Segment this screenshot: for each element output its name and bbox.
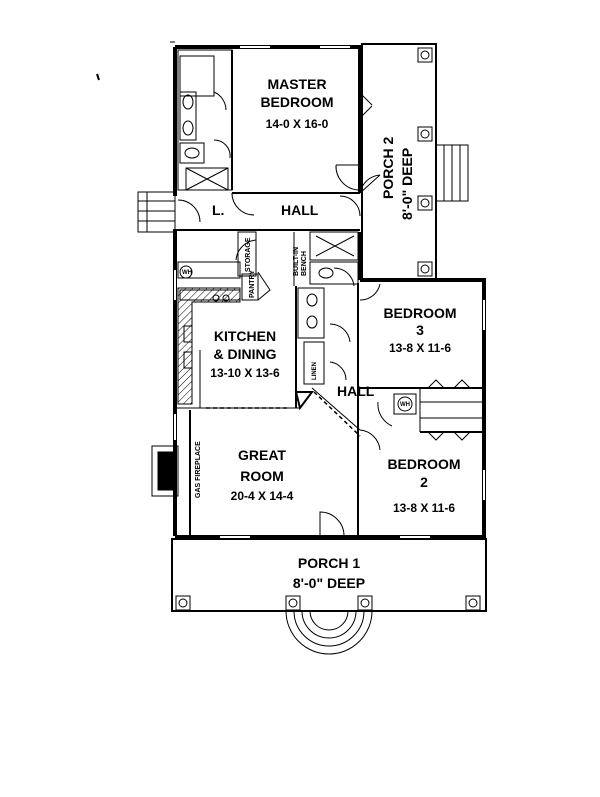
bedroom-3: BEDROOM 3 13-8 X 11-6 (357, 283, 484, 536)
porch1-steps (285, 610, 373, 655)
great-room-size: 20-4 X 14-4 (231, 489, 294, 503)
hall-bath: BUILT-IN BENCH (293, 231, 359, 343)
laundry-storage-area: WH STORAGE PANTRY (177, 231, 271, 301)
storage-label: STORAGE (245, 237, 252, 272)
great-room-label-1: GREAT (238, 447, 286, 463)
porch2-steps (435, 144, 469, 202)
kitchen: KITCHEN & DINING 13-10 X 13-6 (175, 286, 314, 411)
left-steps (137, 191, 176, 233)
bedroom2-label-2: 2 (420, 474, 428, 490)
great-room-label-2: ROOM (240, 468, 284, 484)
porch2-label-1: PORCH 2 (380, 137, 396, 199)
bench-label-1: BUILT-IN (293, 247, 300, 276)
kitchen-label-1: KITCHEN (214, 328, 276, 344)
porch1-posts (175, 595, 481, 611)
laundry-label: L. (212, 202, 224, 218)
master-door (335, 164, 360, 191)
stray-mark (96, 73, 100, 81)
kitchen-size: 13-10 X 13-6 (210, 366, 280, 380)
bedroom3-label-2: 3 (416, 322, 424, 338)
great-room: GAS FIREPLACE GREAT ROOM 20-4 X 14-4 (151, 410, 345, 537)
lower-hall: LINEN HALL WH (303, 341, 417, 451)
wh-laundry-label: WH (182, 270, 192, 276)
master-size: 14-0 X 16-0 (266, 117, 329, 131)
porch1-label-2: 8'-0" DEEP (293, 575, 365, 591)
master-bedroom: MASTER BEDROOM 14-0 X 16-0 (260, 76, 333, 131)
wh-hall-label: WH (400, 402, 410, 408)
porch2-posts (417, 47, 433, 277)
porch1: PORCH 1 8'-0" DEEP (171, 538, 487, 655)
bedroom3-size: 13-8 X 11-6 (389, 341, 451, 355)
bench-label-2: BENCH (301, 251, 308, 276)
interior-walls-upper (175, 192, 361, 231)
linen-label: LINEN (312, 362, 318, 380)
master-label-2: BEDROOM (260, 94, 333, 110)
master-bath (177, 49, 233, 191)
hall-lower-label: HALL (337, 383, 375, 399)
bedroom3-label-1: BEDROOM (383, 305, 456, 321)
window-marks (174, 46, 485, 538)
gas-fireplace-label: GAS FIREPLACE (195, 441, 202, 498)
kitchen-label-2: & DINING (214, 346, 277, 362)
bedroom2-label-1: BEDROOM (387, 456, 460, 472)
porch1-label-1: PORCH 1 (298, 555, 360, 571)
bedroom-2: BEDROOM 2 13-8 X 11-6 (387, 456, 460, 515)
hall-upper-label: HALL (281, 202, 319, 218)
pantry-label: PANTRY (249, 270, 256, 298)
porch2: PORCH 2 8'-0" DEEP (359, 43, 469, 281)
porch2-label-2: 8'-0" DEEP (399, 148, 415, 220)
master-label-1: MASTER (267, 76, 326, 92)
bedroom2-size: 13-8 X 11-6 (393, 501, 455, 515)
